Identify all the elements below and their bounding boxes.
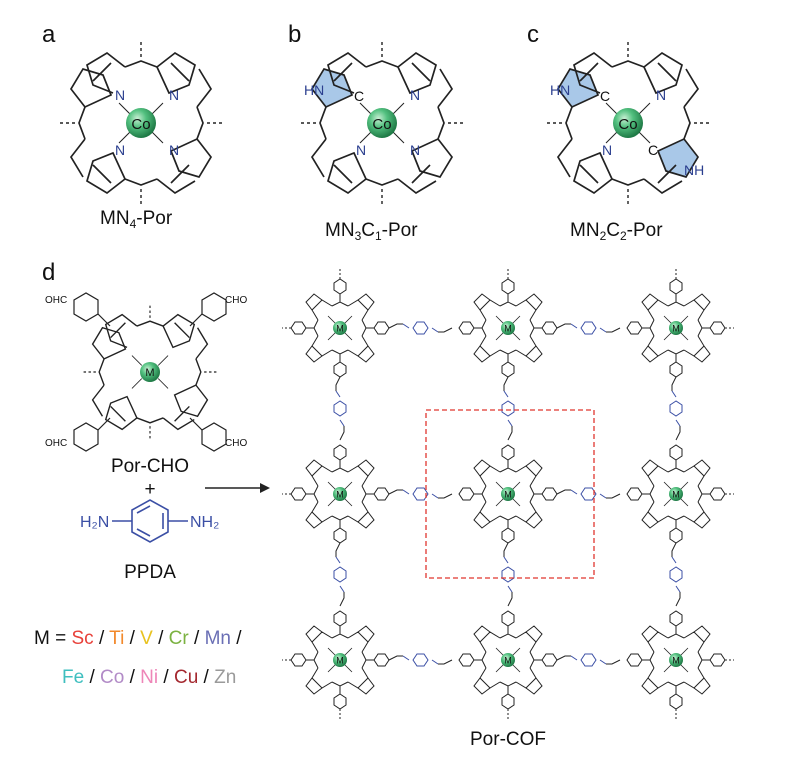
cof-unit — [626, 278, 726, 378]
n-atom: N — [410, 87, 420, 103]
c-atom: C — [600, 88, 610, 104]
caption-b: MN3C1-Por — [325, 220, 418, 243]
nh2-label: NH₂ — [190, 514, 219, 531]
metal-sphere — [613, 108, 643, 138]
metal-list-line-1: M = Sc / Ti / V / Cr / Mn / — [34, 628, 242, 649]
metal-symbol-sc: Sc — [71, 628, 93, 649]
reaction-arrow — [205, 483, 270, 493]
metal-symbol-fe: Fe — [62, 667, 84, 688]
plus-sign: + — [144, 479, 155, 500]
metal-symbol-zn: Zn — [214, 667, 236, 688]
panel-letter-b: b — [288, 21, 301, 48]
cof-unit — [626, 444, 726, 544]
n-atom: N — [169, 87, 179, 103]
cof-unit — [290, 278, 390, 378]
metal-symbol-co: Co — [100, 667, 124, 688]
cof-unit — [458, 444, 558, 544]
metal-label: Co — [618, 116, 637, 133]
n-atom: N — [115, 142, 125, 158]
c-atom: C — [354, 88, 364, 104]
n-atom: N — [115, 87, 125, 103]
metal-symbol-cu: Cu — [174, 667, 198, 688]
panel-letter-a: a — [42, 21, 56, 48]
nh-group: NH — [684, 162, 704, 178]
cof-unit — [458, 278, 558, 378]
unit-cell-box — [425, 409, 595, 579]
metal-symbol-mn: Mn — [205, 628, 231, 649]
hn-group: HN — [550, 82, 570, 98]
metal-label: Co — [372, 116, 391, 133]
metal-symbol-v: V — [140, 628, 153, 649]
cof-unit — [458, 610, 558, 710]
ohc-label: OHC — [45, 438, 67, 449]
panel-letter-d: d — [42, 259, 55, 286]
metal-list-line-2: Fe / Co / Ni / Cu / Zn — [62, 667, 236, 688]
n-atom: N — [169, 142, 179, 158]
caption-c: MN2C2-Por — [570, 220, 663, 243]
n-atom: N — [602, 142, 612, 158]
ppda-label: PPDA — [124, 562, 176, 583]
metal-symbol-ni: Ni — [140, 667, 158, 688]
cof-unit — [290, 610, 390, 710]
por-cof-label: Por-COF — [470, 729, 546, 750]
panel-letter-c: c — [527, 21, 539, 48]
c-atom: C — [648, 142, 658, 158]
hn-group: HN — [304, 82, 324, 98]
porphyrin-c: HN C N N C NH Co — [543, 38, 713, 208]
cof-unit — [290, 444, 390, 544]
porphyrin-a: N N N N Co — [56, 38, 226, 208]
cho-label: CHO — [225, 438, 247, 449]
cho-label: CHO — [225, 295, 247, 306]
h2n-label: H₂N — [80, 514, 109, 531]
n-atom: N — [656, 87, 666, 103]
metal-symbol-ti: Ti — [109, 628, 124, 649]
caption-a: MN4-Por — [100, 208, 173, 231]
por-cho-structure: M — [73, 292, 227, 452]
cof-unit — [626, 610, 726, 710]
metal-sphere — [367, 108, 397, 138]
porphyrin-b: HN C N N N Co — [297, 38, 467, 208]
por-cho-label: Por-CHO — [111, 456, 189, 477]
n-atom: N — [356, 142, 366, 158]
cof-network — [282, 268, 734, 720]
ohc-label: OHC — [45, 295, 67, 306]
metal-label: Co — [131, 116, 150, 133]
n-atom: N — [410, 142, 420, 158]
ppda-structure — [112, 499, 188, 543]
metal-symbol-cr: Cr — [169, 628, 190, 649]
metal-label: M — [145, 367, 154, 379]
metal-sphere — [126, 108, 156, 138]
